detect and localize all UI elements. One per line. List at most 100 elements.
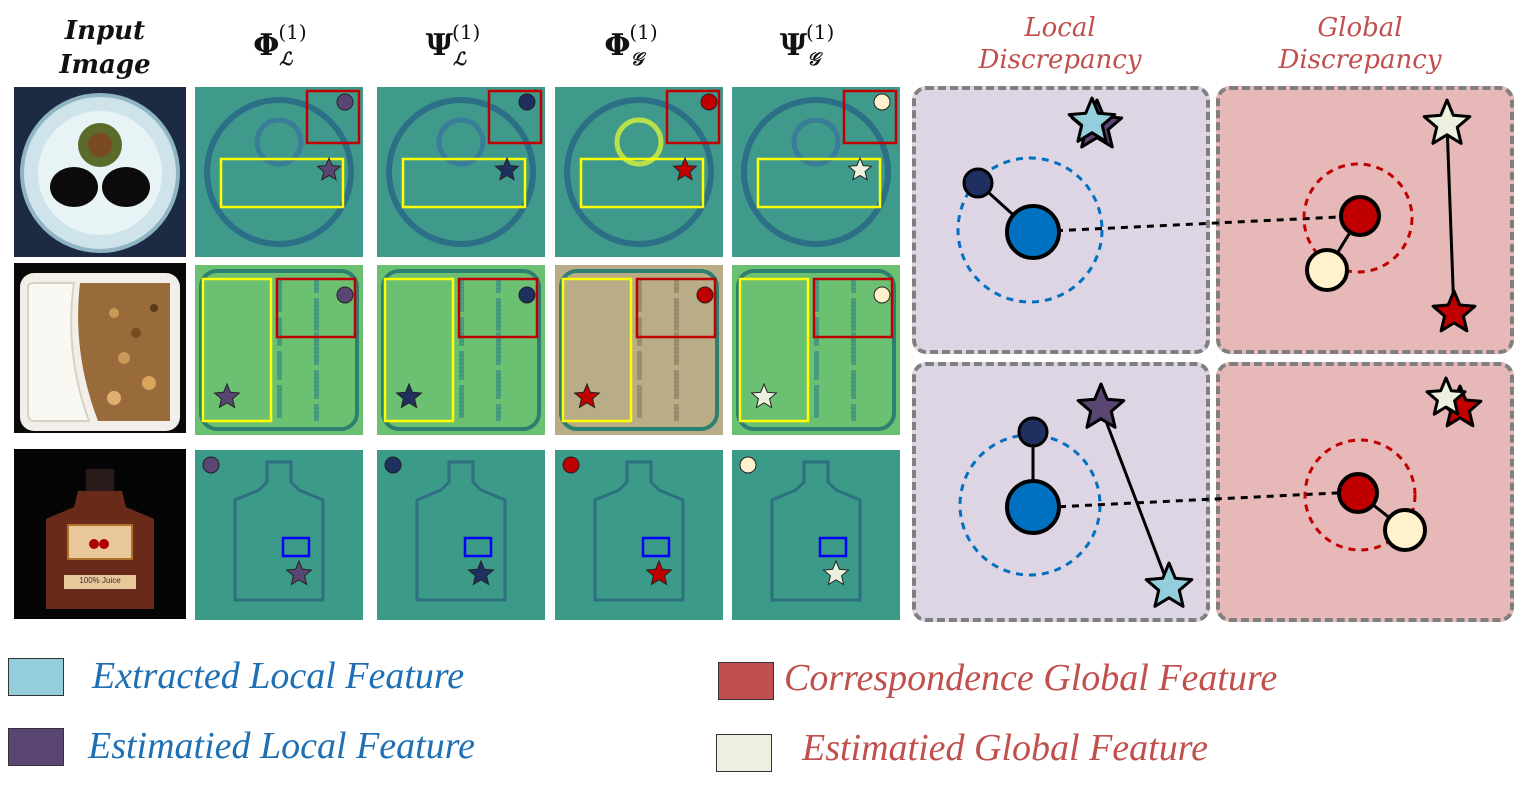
texture-dot bbox=[674, 336, 679, 341]
texture-dot bbox=[674, 310, 679, 315]
texture-dot bbox=[496, 340, 501, 345]
texture-dot bbox=[814, 375, 819, 380]
dark-node bbox=[962, 167, 994, 199]
texture-dot bbox=[814, 307, 819, 312]
texture-dot bbox=[851, 382, 856, 387]
texture-dot bbox=[814, 405, 819, 410]
texture-dot bbox=[277, 279, 282, 284]
circle-marker bbox=[873, 286, 891, 304]
texture-dot bbox=[314, 332, 319, 337]
texture-dot bbox=[277, 329, 282, 334]
texture-dot bbox=[496, 298, 501, 303]
texture-dot bbox=[459, 295, 464, 300]
texture-dot bbox=[637, 359, 642, 364]
texture-dot bbox=[496, 348, 501, 353]
texture-dot bbox=[814, 367, 819, 372]
texture-dot bbox=[814, 325, 819, 330]
input-image-bottle: 100% Juice bbox=[14, 449, 186, 619]
texture-dot bbox=[496, 374, 501, 379]
texture-dot bbox=[814, 341, 819, 346]
texture-dot bbox=[314, 356, 319, 361]
texture-dot bbox=[851, 404, 856, 409]
red-box bbox=[487, 89, 543, 145]
texture-dot bbox=[496, 386, 501, 391]
header-phi-global: Φ𝒢(1) bbox=[546, 20, 716, 70]
texture-dot bbox=[459, 359, 464, 364]
header-superscript: (1) bbox=[278, 20, 307, 44]
header-symbol: Φ bbox=[604, 28, 631, 63]
texture-dot bbox=[314, 374, 319, 379]
texture-dot bbox=[851, 284, 856, 289]
texture-dot bbox=[637, 295, 642, 300]
texture-dot bbox=[459, 413, 464, 418]
texture-dot bbox=[496, 370, 501, 375]
legend-label-correspondence-global: Correspondence Global Feature bbox=[784, 657, 1278, 699]
feature-map-background bbox=[732, 87, 900, 257]
global-radius-circle bbox=[1303, 438, 1417, 552]
feature-map-r3-c1 bbox=[195, 450, 363, 620]
red-node bbox=[1339, 195, 1381, 237]
texture-dot bbox=[637, 371, 642, 376]
header-phi-local: Φℒ(1) bbox=[195, 20, 365, 70]
texture-dot bbox=[277, 385, 282, 390]
cream-node bbox=[1305, 248, 1349, 292]
circle-marker bbox=[518, 93, 536, 111]
texture-dot bbox=[459, 329, 464, 334]
blue-box bbox=[641, 536, 671, 558]
texture-dot bbox=[314, 416, 319, 421]
texture-dot bbox=[814, 413, 819, 418]
circle-marker bbox=[562, 456, 580, 474]
texture-dot bbox=[459, 409, 464, 414]
estimated-global-star bbox=[1422, 98, 1472, 145]
feature-map-r2-c3 bbox=[555, 265, 723, 435]
texture-dot bbox=[277, 405, 282, 410]
star-marker bbox=[573, 382, 601, 409]
texture-dot bbox=[496, 356, 501, 361]
texture-dot bbox=[496, 306, 501, 311]
texture-dot bbox=[277, 401, 282, 406]
texture-dot bbox=[496, 360, 501, 365]
red-box bbox=[305, 89, 361, 145]
texture-dot bbox=[851, 394, 856, 399]
feature-map-r2-c2 bbox=[377, 265, 545, 435]
texture-dot bbox=[851, 356, 856, 361]
texture-dot bbox=[459, 307, 464, 312]
texture-dot bbox=[496, 288, 501, 293]
texture-dot bbox=[314, 348, 319, 353]
header-global-line2: Discrepancy bbox=[1278, 45, 1442, 75]
legend-label-extracted-local: Extracted Local Feature bbox=[92, 655, 465, 697]
header-subscript: 𝒢 bbox=[630, 49, 644, 70]
red-box bbox=[457, 277, 539, 339]
texture-dot bbox=[459, 283, 464, 288]
circle-marker bbox=[336, 93, 354, 111]
circle-marker bbox=[384, 456, 402, 474]
texture-dot bbox=[459, 393, 464, 398]
texture-dot bbox=[814, 355, 819, 360]
texture-dot bbox=[637, 291, 642, 296]
texture-dot bbox=[314, 306, 319, 311]
feature-ring bbox=[386, 97, 536, 247]
cross-panel-dashed-line bbox=[1032, 490, 1357, 510]
texture-dot bbox=[851, 326, 856, 331]
texture-dot bbox=[459, 299, 464, 304]
texture-dot bbox=[496, 280, 501, 285]
feature-map-background bbox=[195, 450, 363, 620]
texture-dot bbox=[496, 412, 501, 417]
texture-dot bbox=[496, 390, 501, 395]
texture-dot bbox=[314, 284, 319, 289]
texture-dot bbox=[851, 306, 856, 311]
texture-dot bbox=[674, 416, 679, 421]
texture-dot bbox=[674, 284, 679, 289]
texture-dot bbox=[674, 374, 679, 379]
texture-dot bbox=[459, 355, 464, 360]
texture-dot bbox=[814, 397, 819, 402]
texture-dot bbox=[496, 344, 501, 349]
feature-map-r2-c4 bbox=[732, 265, 900, 435]
texture-dot bbox=[459, 317, 464, 322]
texture-dot bbox=[459, 321, 464, 326]
texture-dot bbox=[314, 404, 319, 409]
texture-dot bbox=[674, 408, 679, 413]
texture-dot bbox=[277, 375, 282, 380]
yellow-box bbox=[201, 277, 273, 423]
texture-dot bbox=[277, 317, 282, 322]
